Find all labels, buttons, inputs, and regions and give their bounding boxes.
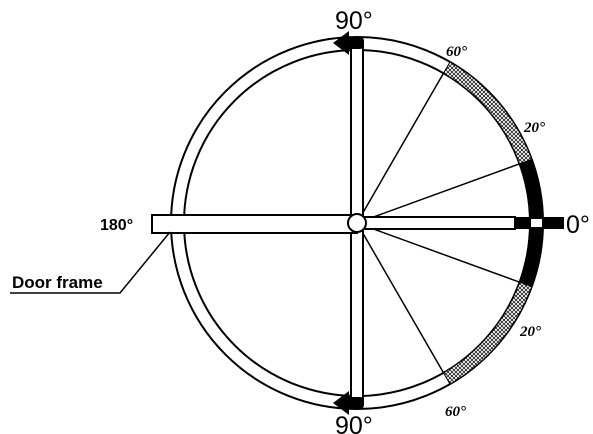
label-lower-60: 60° xyxy=(445,404,466,420)
top-stop-marker xyxy=(350,37,364,49)
radial-line-60-lower xyxy=(356,222,445,374)
bottom-stop-marker xyxy=(350,397,364,409)
label-lower-20: 20° xyxy=(519,324,541,340)
hinge-pivot xyxy=(347,213,367,233)
lower-arrow-shaft xyxy=(345,397,353,409)
hatched-band-upper xyxy=(442,61,533,165)
label-180: 180° xyxy=(100,217,133,234)
label-door-frame: Door frame xyxy=(12,273,103,292)
upper-arrow-shaft xyxy=(345,37,353,49)
radial-line-20-upper xyxy=(356,163,520,224)
label-upper-20: 20° xyxy=(523,120,545,136)
zero-stop-white xyxy=(531,219,542,227)
radial-line-60-upper xyxy=(356,72,445,224)
door-horizontal-right xyxy=(356,216,516,230)
label-top-90: 90° xyxy=(335,7,373,35)
door-horizontal-left xyxy=(151,214,358,234)
label-0: 0° xyxy=(566,211,590,239)
hatched-band-lower xyxy=(442,281,533,385)
door-frame-leader xyxy=(10,231,171,294)
label-bottom-90: 90° xyxy=(335,412,373,434)
radial-line-20-lower xyxy=(356,222,520,283)
label-upper-60: 60° xyxy=(446,44,467,60)
